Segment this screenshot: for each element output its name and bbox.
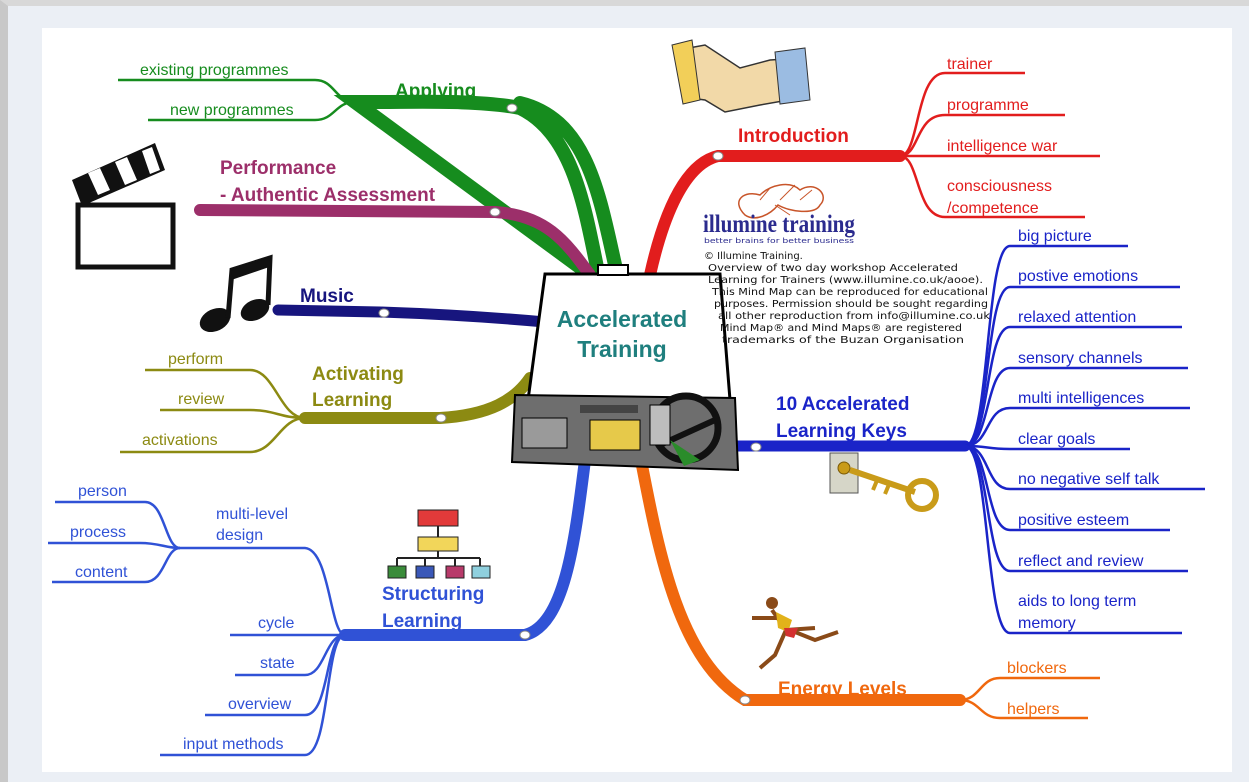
logo-tagline: better brains for better business: [704, 237, 854, 245]
key-icon: [829, 452, 939, 512]
structuring-subbranch-item: content: [75, 564, 128, 581]
copyright-line-2: Overview of two day workshop Accelerated: [708, 263, 958, 274]
structuring-item: cycle: [258, 615, 295, 632]
introduction-item: trainer: [947, 56, 993, 73]
branch-music: [272, 304, 551, 328]
structuring-subbranch-item: process: [70, 524, 126, 541]
copyright-line-4: This Mind Map can be reproduced for educ…: [711, 287, 988, 298]
activating-item: review: [178, 391, 225, 408]
copyright-line-3: Learning for Trainers (www.illumine.co.u…: [708, 275, 983, 286]
keys-item: multi intelligences: [1018, 390, 1144, 407]
activating-title-line1: Activating: [312, 364, 404, 385]
energy-item: helpers: [1007, 701, 1059, 718]
activating-item: perform: [168, 351, 223, 368]
copyright-block: © Illumine Training. Overview of two day…: [704, 251, 990, 346]
branch-energy: [634, 449, 966, 706]
sub-labels: existing programmes new programmes perfo…: [70, 56, 1160, 753]
branch-performance: [194, 204, 596, 281]
copyright-line-7: Mind Map® and Mind Maps® are registered: [720, 323, 962, 334]
structuring-subbranch-title-line1: multi-level: [216, 506, 288, 523]
applying-item: existing programmes: [140, 62, 289, 79]
center-title-line2: Training: [577, 336, 666, 362]
performance-title-line1: Performance: [220, 158, 336, 179]
energy-item: blockers: [1007, 660, 1067, 677]
clapperboard-icon: [72, 143, 176, 270]
branch-introduction: [644, 150, 906, 281]
activating-title-line2: Learning: [312, 390, 392, 411]
branch-dots: [378, 103, 762, 705]
runner-icon: [752, 597, 839, 670]
handshake-icon: [671, 39, 811, 113]
sub-branches: [48, 71, 1205, 757]
introduction-item: programme: [947, 97, 1029, 114]
keys-item: sensory channels: [1018, 350, 1143, 367]
applying-item: new programmes: [170, 102, 294, 119]
structuring-title-line2: Learning: [382, 611, 462, 632]
applying-title: Applying: [395, 81, 476, 102]
introduction-item: intelligence war: [947, 138, 1058, 155]
keys-item: aids to long term: [1018, 593, 1136, 610]
structuring-item: input methods: [183, 736, 284, 753]
introduction-item: /competence: [947, 200, 1039, 217]
keys-title-line2: Learning Keys: [776, 421, 907, 442]
energy-title: Energy Levels: [778, 679, 907, 700]
copyright-line-1: © Illumine Training.: [704, 251, 803, 262]
structuring-title-line1: Structuring: [382, 584, 484, 605]
activating-item: activations: [142, 432, 218, 449]
structuring-item: overview: [228, 696, 292, 713]
keys-item: big picture: [1018, 228, 1092, 245]
center-title-line1: Accelerated: [557, 306, 687, 332]
keys-item: reflect and review: [1018, 553, 1144, 570]
introduction-title: Introduction: [738, 126, 849, 147]
performance-title-line2: - Authentic Assessment: [220, 185, 436, 206]
music-note-icon: [199, 254, 273, 333]
copyright-line-6: all other reproduction from info@illumin…: [718, 311, 990, 322]
central-bus-image: [510, 264, 740, 472]
copyright-line-5: purposes. Permission should be sought re…: [714, 299, 988, 310]
structuring-subbranch-title-line2: design: [216, 527, 263, 544]
illumine-logo-image: [738, 183, 824, 219]
keys-item: no negative self talk: [1018, 471, 1160, 488]
copyright-line-8: trademarks of the Buzan Organisation: [722, 335, 964, 346]
keys-item: relaxed attention: [1018, 309, 1136, 326]
branch-applying: [333, 94, 625, 299]
keys-item: memory: [1018, 615, 1076, 632]
introduction-item: consciousness: [947, 178, 1052, 195]
music-title: Music: [300, 286, 354, 307]
logo-text: illumine training: [703, 211, 855, 238]
structuring-subbranch-item: person: [78, 483, 127, 500]
structuring-item: state: [260, 655, 295, 672]
keys-item: positive esteem: [1018, 512, 1129, 529]
keys-item: clear goals: [1018, 431, 1095, 448]
keys-item: postive emotions: [1018, 268, 1138, 285]
branch-structuring: [339, 454, 591, 641]
keys-title-line1: 10 Accelerated: [776, 394, 909, 415]
hierarchy-chart-icon: [387, 509, 491, 579]
